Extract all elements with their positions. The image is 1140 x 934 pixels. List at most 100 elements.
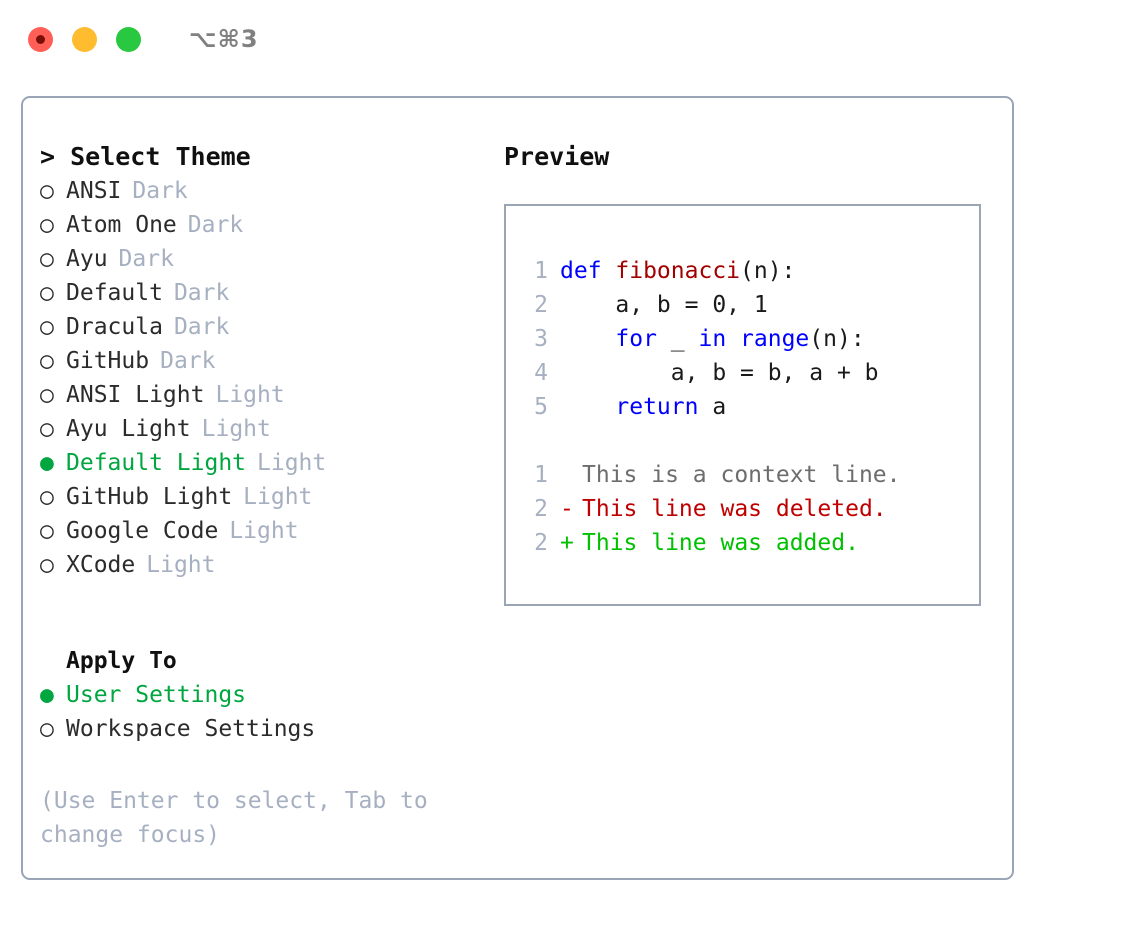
theme-variant-tag: Dark [173,314,230,340]
code-token-kw: def [560,258,616,284]
theme-list-item[interactable]: ○ ANSI Dark [40,174,493,208]
radio-unselected-icon[interactable]: ○ [40,280,54,306]
radio-unselected-icon[interactable]: ○ [40,484,54,510]
diff-line-number: 2 [534,496,548,522]
code-token-plain [726,326,740,352]
theme-name-label: Dracula [66,314,163,340]
apply-to-label: Workspace Settings [66,716,316,742]
theme-list-item[interactable]: ○ GitHub Light Light [40,480,493,514]
minimize-window-icon[interactable] [72,26,97,52]
apply-to-option[interactable]: ●User Settings [40,678,493,712]
code-line-number: 1 [534,258,548,284]
radio-unselected-icon[interactable]: ○ [40,212,54,238]
code-line-text: a, b = b, a + b [560,356,879,390]
apply-to-header: Apply To [66,648,177,674]
radio-unselected-icon[interactable]: ○ [40,716,54,742]
code-line-number: 4 [534,360,548,386]
theme-variant-tag: Dark [187,212,244,238]
theme-variant-tag: Light [201,416,271,442]
theme-variant-tag: Light [257,450,327,476]
theme-list-item[interactable]: ○ Ayu Dark [40,242,493,276]
code-token-kw: in [698,326,727,352]
theme-variant-tag: Light [229,518,299,544]
radio-unselected-icon[interactable]: ○ [40,314,54,340]
traffic-light-controls [28,26,141,52]
code-token-plain [560,326,615,352]
code-line-text: for _ in range(n): [560,322,865,356]
theme-variant-tag: Light [243,484,313,510]
theme-list-item[interactable]: ○ GitHub Dark [40,344,493,378]
theme-variant-tag: Light [215,382,285,408]
radio-unselected-icon[interactable]: ○ [40,518,54,544]
radio-selected-icon[interactable]: ● [40,682,54,708]
diff-line-add: 2+This line was added. [524,526,979,560]
radio-unselected-icon[interactable]: ○ [40,246,54,272]
code-token-plain: (n): [809,326,865,352]
code-token-plain [560,394,615,420]
radio-unselected-icon[interactable]: ○ [40,552,54,578]
diff-marker-icon [560,458,572,492]
diff-marker-icon: + [560,530,574,556]
radio-unselected-icon[interactable]: ○ [40,382,54,408]
close-window-icon[interactable] [28,26,53,52]
theme-variant-tag: Dark [173,280,230,306]
code-token-plain: a [698,394,727,420]
theme-name-label: XCode [66,552,136,578]
diff-line-number: 1 [534,462,548,488]
code-token-kw: range [740,326,810,352]
code-line: 3 for _ in range(n): [524,322,979,356]
code-line-number: 3 [534,326,548,352]
keyboard-shortcut-label: ⌥⌘3 [189,25,259,53]
theme-variant-tag: Dark [160,348,216,374]
theme-name-label: GitHub [66,348,150,374]
theme-name-label: Google Code [66,518,219,544]
code-line: 4 a, b = b, a + b [524,356,979,390]
theme-name-label: Atom One [66,212,177,238]
theme-name-label: ANSI Light [66,382,205,408]
radio-unselected-icon[interactable]: ○ [40,416,54,442]
section-spacer [40,582,493,644]
code-token-fn: fibonacci [615,258,741,284]
theme-list-item[interactable]: ○ Ayu Light Light [40,412,493,446]
theme-name-label: ANSI [66,178,122,204]
code-token-plain: a, b = b, a + b [560,360,879,386]
apply-to-option[interactable]: ○ Workspace Settings [40,712,493,746]
diff-line-text: This is a context line. [582,462,901,488]
title-bar: ⌥⌘3 [0,0,1140,78]
radio-unselected-icon[interactable]: ○ [40,348,54,374]
theme-list-item[interactable]: ○ ANSI Light Light [40,378,493,412]
theme-list-item[interactable]: ○ XCode Light [40,548,493,582]
radio-unselected-icon[interactable]: ○ [40,178,54,204]
diff-line-text: This line was added. [582,530,859,556]
code-line: 1 def fibonacci(n): [524,254,979,288]
theme-list-item[interactable]: ○ Google Code Light [40,514,493,548]
theme-list-item[interactable]: ○ Atom One Dark [40,208,493,242]
diff-line-context: 1 This is a context line. [524,458,979,492]
code-token-plain: _ [656,326,699,352]
theme-variant-tag: Dark [118,246,174,272]
theme-name-label: Ayu [66,246,108,272]
maximize-window-icon[interactable] [116,26,141,52]
theme-list-item[interactable]: ○ Dracula Dark [40,310,493,344]
radio-selected-icon[interactable]: ● [40,450,54,476]
select-theme-header: > Select Theme [40,142,251,171]
diff-sample: 1 This is a context line.2-This line was… [524,458,979,560]
code-token-plain: (n): [740,258,796,284]
theme-variant-tag: Dark [132,178,188,204]
theme-variant-tag: Light [146,552,216,578]
code-line-number: 5 [534,394,548,420]
diff-line-del: 2-This line was deleted. [524,492,979,526]
theme-name-label: GitHub Light [66,484,233,510]
code-line: 5 return a [524,390,979,424]
apply-to-list: ●User Settings ○ Workspace Settings [40,678,493,746]
theme-name-label: Ayu Light [66,416,191,442]
diff-marker-icon: - [560,496,574,522]
